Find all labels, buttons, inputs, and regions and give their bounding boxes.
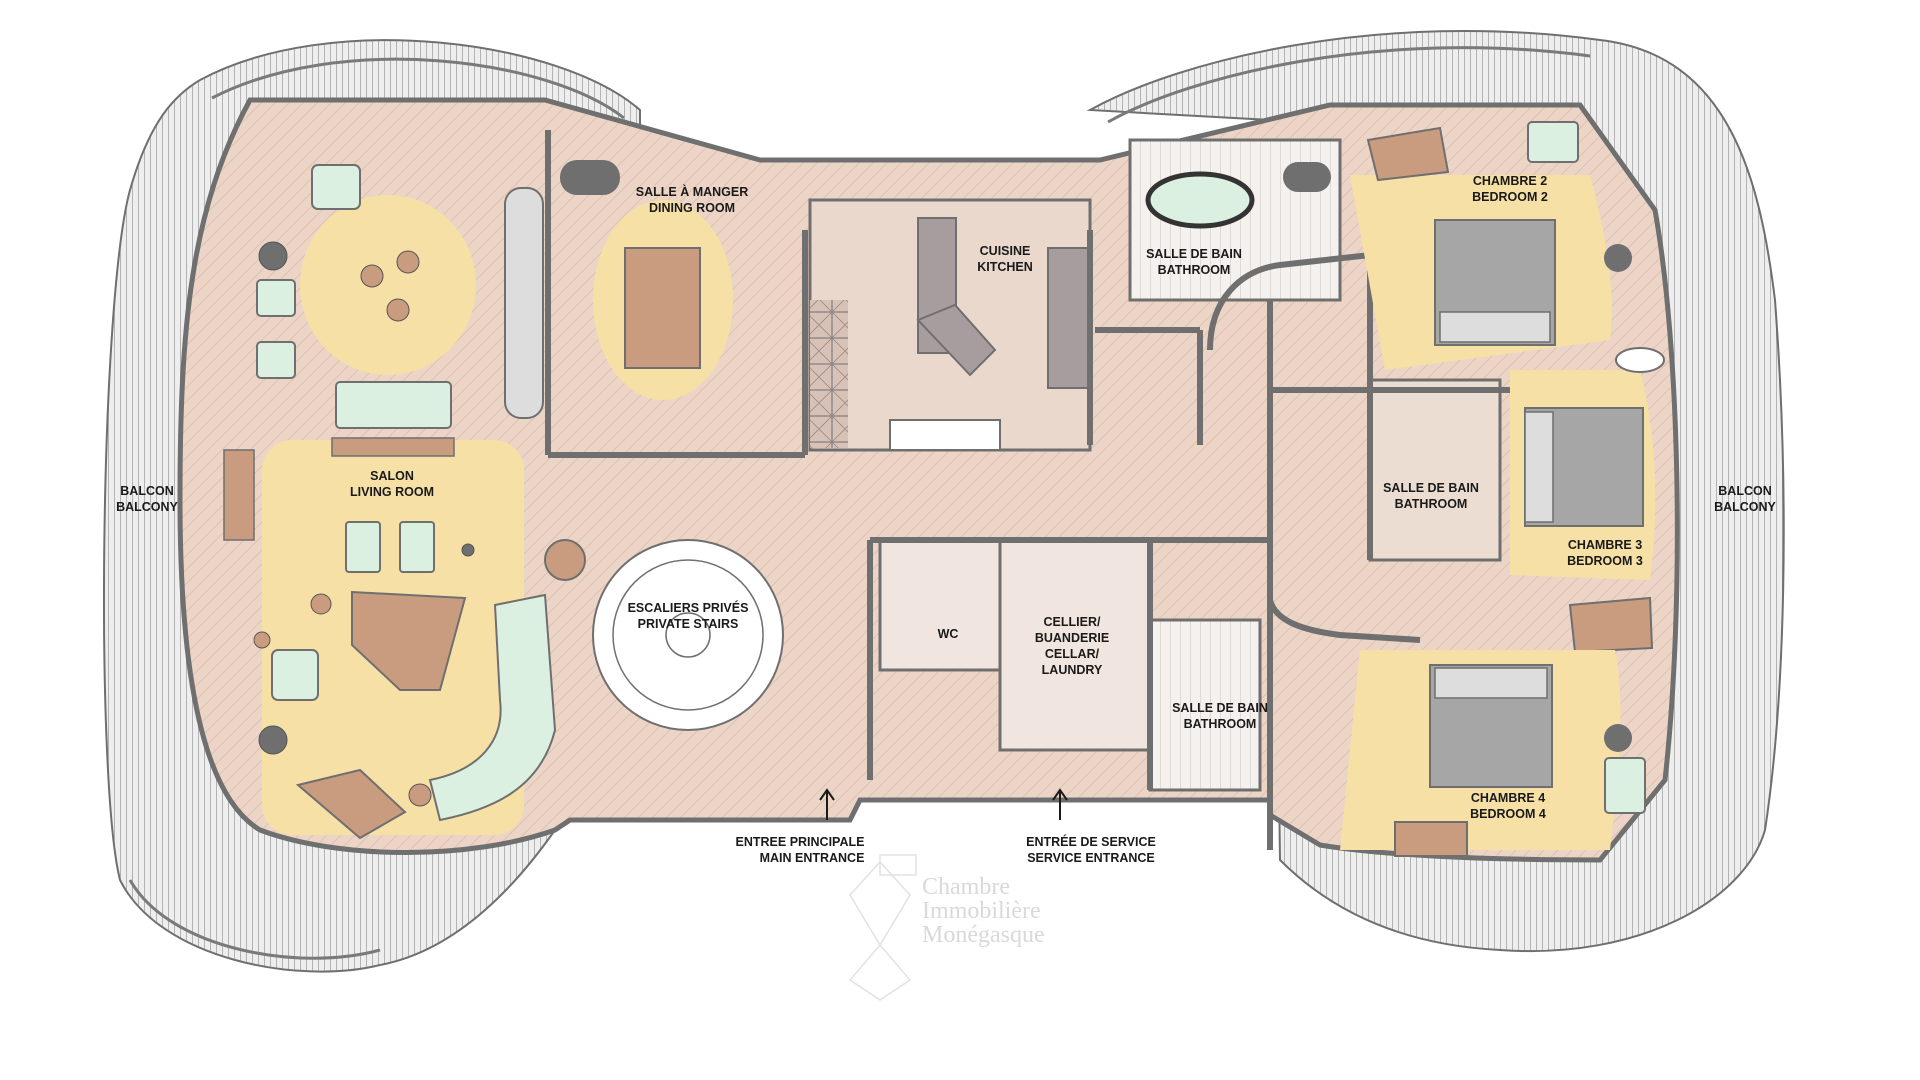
sofa-curved bbox=[428, 593, 557, 822]
dining-label-en: DINING ROOM bbox=[649, 201, 735, 215]
sofa-console bbox=[331, 437, 455, 457]
armchair-6 bbox=[271, 649, 319, 701]
bed-4-pillows bbox=[1434, 667, 1548, 699]
entrance-arrows bbox=[819, 788, 1068, 820]
cellar-label-4: LAUNDRY bbox=[1042, 663, 1103, 677]
bath3-label-en: BATHROOM bbox=[1184, 717, 1257, 731]
bath2-floor bbox=[1368, 378, 1502, 562]
balcony-left-label-fr: BALCON bbox=[120, 484, 173, 498]
bath1-label-fr: SALLE DE BAIN bbox=[1146, 247, 1242, 261]
bedroom4-label-fr: CHAMBRE 4 bbox=[1471, 791, 1545, 805]
bedroom2-label-en: BEDROOM 2 bbox=[1472, 190, 1548, 204]
bedroom4-desk bbox=[1394, 821, 1468, 857]
watermark-line-2: Immobilière bbox=[922, 898, 1041, 924]
salon-label-en: LIVING ROOM bbox=[350, 485, 434, 499]
balcony-left-label-en: BALCONY bbox=[116, 500, 178, 514]
desk bbox=[295, 768, 407, 840]
kitchen-counter bbox=[889, 419, 1001, 451]
service-entrance-label-fr: ENTRÉE DE SERVICE bbox=[1026, 834, 1156, 849]
bath2-label-en: BATHROOM bbox=[1395, 497, 1468, 511]
watermark: Chambre Immobilière Monégasque bbox=[848, 854, 1045, 1001]
armchair-5 bbox=[399, 521, 435, 573]
kitchen-label-en: KITCHEN bbox=[977, 260, 1033, 274]
bedroom4-label-en: BEDROOM 4 bbox=[1470, 807, 1546, 821]
balcony-right-label-en: BALCONY bbox=[1714, 500, 1776, 514]
bookcase bbox=[504, 187, 544, 419]
bath1-label-en: BATHROOM bbox=[1158, 263, 1231, 277]
bath3-floor bbox=[1148, 618, 1262, 792]
kitchen-cabinets-left bbox=[810, 300, 848, 448]
bed-3-pillows bbox=[1524, 411, 1554, 523]
stairs-label-en: PRIVATE STAIRS bbox=[638, 617, 739, 631]
interior-walls bbox=[545, 130, 1600, 850]
coffee-table bbox=[351, 590, 467, 691]
salon-label-fr: SALON bbox=[370, 469, 414, 483]
kitchen-cabinets-right bbox=[1047, 247, 1089, 389]
cellar-label-2: BUANDERIE bbox=[1035, 631, 1109, 645]
dining-label-fr: SALLE À MANGER bbox=[636, 184, 749, 199]
kitchen-island-arm bbox=[916, 303, 997, 377]
living-rug-top bbox=[300, 195, 476, 375]
armchair-3 bbox=[256, 341, 296, 379]
bedroom4-chair bbox=[1604, 757, 1646, 814]
bedroom2-label-fr: CHAMBRE 2 bbox=[1473, 174, 1547, 188]
wc-floor bbox=[878, 538, 1012, 672]
bedroom4-lamp bbox=[1604, 724, 1632, 752]
cellar-floor bbox=[998, 538, 1152, 752]
armchair-1 bbox=[311, 164, 361, 210]
watermark-line-3: Monégasque bbox=[922, 922, 1045, 948]
service-entrance-label-en: SERVICE ENTRANCE bbox=[1027, 851, 1155, 865]
watermark-line-1: Chambre bbox=[922, 874, 1010, 900]
armchair-2 bbox=[256, 279, 296, 317]
main-entrance-label-en: MAIN ENTRANCE bbox=[760, 851, 865, 865]
bedroom3-mirror bbox=[1615, 347, 1665, 373]
kitchen-label-fr: CUISINE bbox=[980, 244, 1031, 258]
balcony-right-label-fr: BALCON bbox=[1718, 484, 1771, 498]
sideboard bbox=[560, 160, 620, 195]
bed-2-pillows bbox=[1439, 311, 1551, 343]
side-cabinet bbox=[223, 449, 255, 541]
bedroom3-desk bbox=[1568, 596, 1654, 654]
bedroom2-desk bbox=[1366, 126, 1450, 182]
side-tables bbox=[253, 241, 475, 807]
cellar-label-3: CELLAR/ bbox=[1045, 647, 1100, 661]
bath2-label-fr: SALLE DE BAIN bbox=[1383, 481, 1479, 495]
bedroom2-lamp bbox=[1604, 244, 1632, 272]
bedroom3-label-fr: CHAMBRE 3 bbox=[1568, 538, 1642, 552]
cellar-label-1: CELLIER/ bbox=[1044, 615, 1101, 629]
spiral-staircase bbox=[592, 539, 784, 731]
bath1-vanity bbox=[1283, 162, 1331, 192]
bedroom3-label-en: BEDROOM 3 bbox=[1567, 554, 1643, 568]
stairs-label-fr: ESCALIERS PRIVÉS bbox=[628, 600, 749, 615]
armchair-4 bbox=[345, 521, 381, 573]
bathtub bbox=[1145, 171, 1255, 229]
bedroom2-chair bbox=[1527, 121, 1579, 163]
bath3-label-fr: SALLE DE BAIN bbox=[1172, 701, 1268, 715]
main-entrance-label-fr: ENTREE PRINCIPALE bbox=[736, 835, 865, 849]
wc-label: WC bbox=[938, 627, 959, 641]
sofa-top bbox=[335, 381, 452, 429]
stair-newel bbox=[544, 539, 586, 581]
dining-table bbox=[624, 247, 701, 369]
